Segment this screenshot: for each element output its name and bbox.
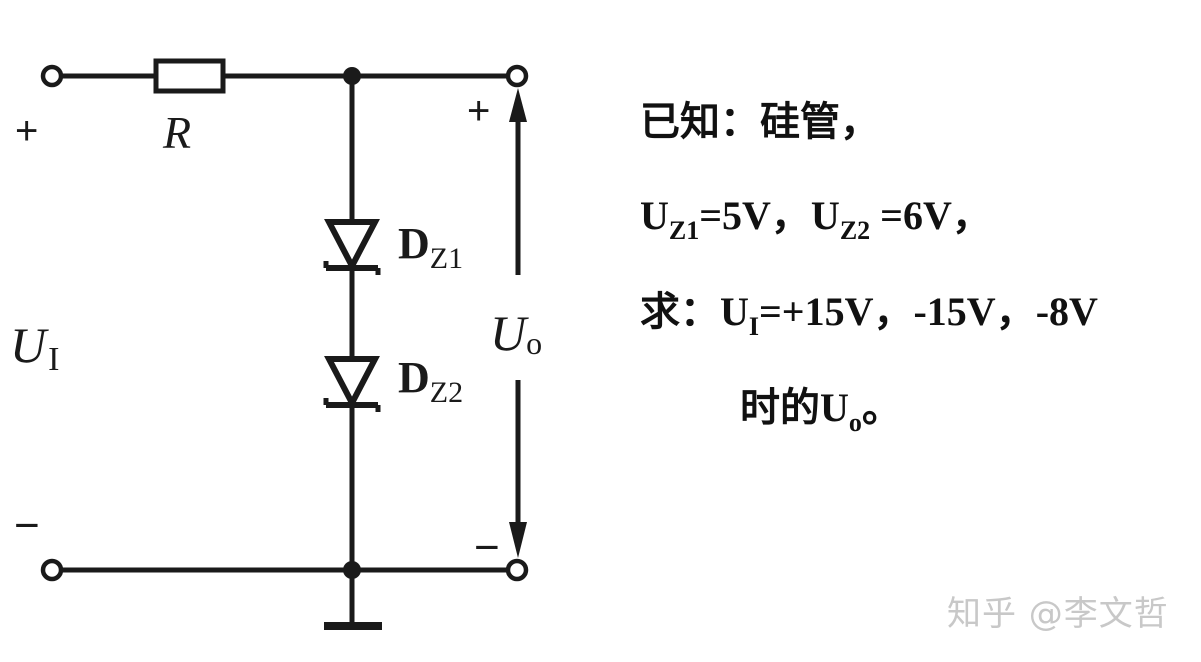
uo-arrowhead-up [509, 88, 527, 122]
input-minus-sign: − [14, 501, 40, 550]
uo-text: 时的U [740, 385, 849, 430]
input-terminal-top [40, 64, 64, 88]
resistor [153, 58, 226, 94]
junction-bottom [343, 561, 361, 579]
diode1-triangle [324, 219, 380, 273]
uz1-symbol: U [640, 193, 669, 238]
resistor-label: R [162, 107, 191, 158]
known-text: 已知：硅管， [640, 99, 880, 144]
output-voltage-label: Uo [490, 305, 542, 361]
problem-line-find: 求：UI=+15V，-15V，-8V [640, 292, 1098, 340]
watermark: 知乎 @李文哲 [947, 594, 1169, 634]
diode2-triangle [324, 356, 380, 410]
find-ui-symbol: 求：U [640, 289, 749, 334]
problem-line-zener-voltages: UZ1=5V，UZ2 =6V， [640, 196, 992, 244]
input-voltage-label: UI [10, 317, 59, 378]
output-terminal-top [505, 64, 529, 88]
input-terminal-bottom [40, 558, 64, 582]
diode1-label: DZ1 [398, 219, 463, 275]
uz1-subscript: Z1 [668, 216, 700, 245]
uo-period: 。 [861, 385, 902, 430]
problem-line-known: 已知：硅管， [640, 102, 880, 142]
input-plus-sign: + [15, 109, 38, 153]
junction-top [343, 67, 361, 85]
uz2-value: =6V， [870, 193, 992, 238]
uo-arrowhead-down [509, 522, 527, 558]
diode2-label: DZ2 [398, 353, 463, 409]
problem-line-output: 时的Uo。 [740, 388, 902, 436]
uo-subscript: o [848, 408, 862, 437]
uz2-subscript: Z2 [839, 216, 871, 245]
output-terminal-bottom [505, 558, 529, 582]
output-plus-sign: + [467, 89, 490, 133]
output-minus-sign: − [474, 523, 500, 572]
ui-subscript: I [748, 312, 760, 341]
ui-values: =+15V，-15V，-8V [759, 289, 1098, 334]
uz1-value-uz2-symbol: =5V，U [699, 193, 840, 238]
